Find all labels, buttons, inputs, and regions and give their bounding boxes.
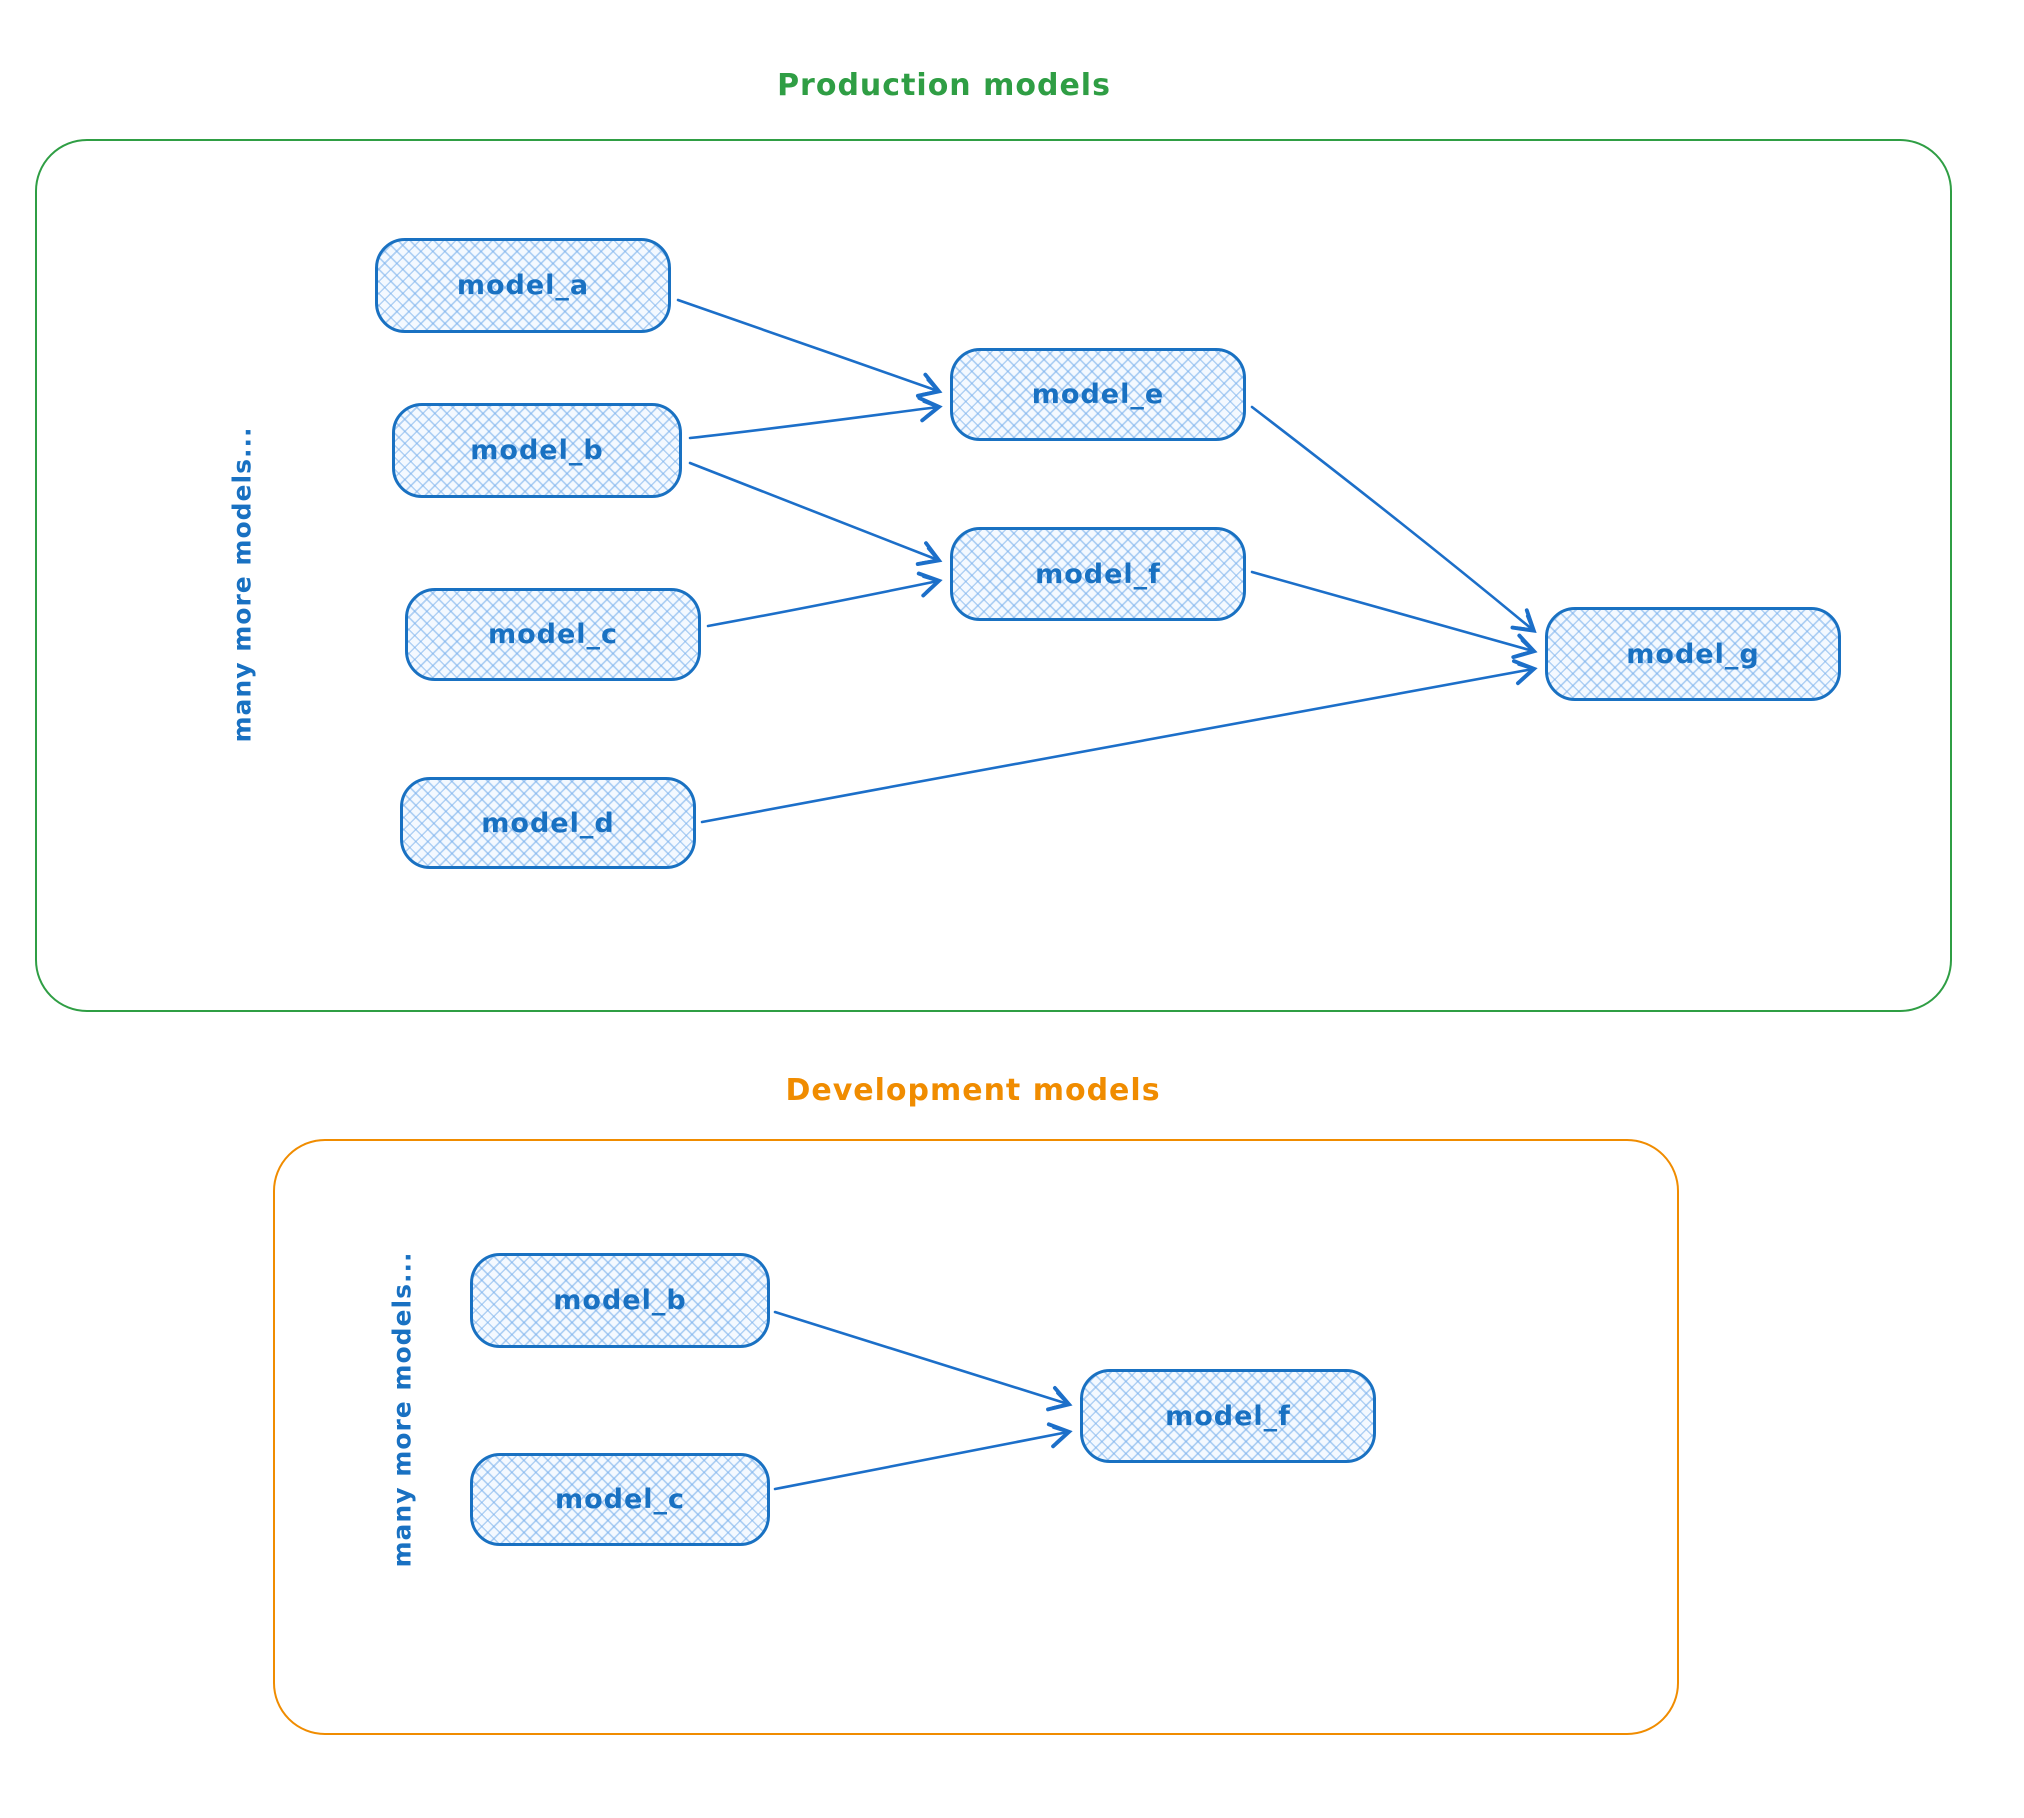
node-production-model_f: model_f (950, 527, 1246, 621)
node-production-model_d: model_d (400, 777, 696, 869)
development-group-frame (273, 1139, 1679, 1735)
development-group-title: Development models (785, 1073, 1161, 1108)
production-group-frame (35, 139, 1952, 1012)
production-side-label: many more models... (227, 426, 257, 743)
node-production-model_b: model_b (392, 403, 682, 498)
node-production-model_a: model_a (375, 238, 671, 333)
production-group-title: Production models (777, 68, 1111, 103)
node-development-model_c: model_c (470, 1453, 770, 1546)
node-production-model_e: model_e (950, 348, 1246, 441)
node-production-model_g: model_g (1545, 607, 1841, 701)
development-side-label: many more models... (387, 1251, 417, 1568)
node-development-model_b: model_b (470, 1253, 770, 1348)
node-production-model_c: model_c (405, 588, 701, 681)
node-development-model_f: model_f (1080, 1369, 1376, 1463)
